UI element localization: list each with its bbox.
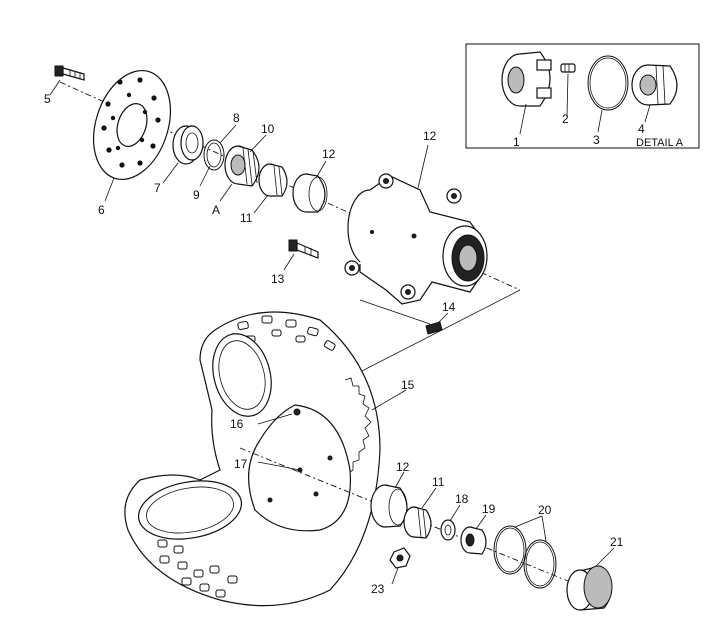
callout-5: 5 — [44, 92, 51, 106]
callout-10: 10 — [261, 122, 275, 136]
callout-16: 15 — [401, 378, 415, 392]
part-19-washer — [440, 519, 456, 541]
callout-8: 8 — [233, 111, 240, 125]
callout-17: 16 — [230, 417, 244, 431]
part-6-brake-disc — [93, 69, 171, 181]
detail-part-2-pin — [560, 63, 576, 73]
callout-19: 18 — [455, 492, 469, 506]
callout-2: 2 — [562, 112, 569, 126]
part-7-seal — [172, 125, 204, 165]
callout-20: 19 — [482, 502, 496, 516]
part-14-stud — [288, 239, 319, 259]
part-8-9-rings — [203, 139, 225, 171]
callout-18: 17 — [234, 457, 248, 471]
part-23-lug-nut — [389, 547, 411, 569]
part-12-race-upper — [292, 173, 328, 213]
part-12-race-lower — [370, 484, 408, 528]
callout-21: 20 — [538, 503, 552, 517]
part-11-bearing-cone-upper — [258, 163, 288, 197]
callout-12-lower: 12 — [396, 460, 410, 474]
detail-part-3-ring — [587, 55, 629, 111]
callout-6: 6 — [98, 203, 105, 217]
part-21-o-rings — [493, 525, 557, 589]
part-10-bearing — [224, 145, 260, 187]
part-13-hub — [344, 173, 488, 305]
detail-a-label: DETAIL A — [636, 137, 684, 149]
callout-3: 3 — [593, 133, 600, 147]
callout-4: 4 — [638, 122, 645, 136]
callout-a: A — [212, 203, 220, 217]
part-5-bolt — [54, 65, 85, 81]
callout-7: 7 — [154, 181, 161, 195]
detail-part-1-hub — [501, 51, 552, 107]
callout-23: 23 — [371, 582, 385, 596]
callout-11-lower: 11 — [432, 475, 445, 489]
detail-part-4-cap — [631, 64, 678, 106]
part-11-bearing-cone-lower — [403, 506, 432, 539]
callout-13: 12 — [423, 129, 437, 143]
callout-9: 9 — [193, 188, 200, 202]
callout-1: 1 — [513, 135, 520, 149]
callout-14: 13 — [271, 272, 285, 286]
callout-15: 14 — [442, 300, 456, 314]
callout-12-upper: 12 — [322, 147, 336, 161]
detail-a-inset: 1 2 3 4 DETAIL A — [465, 43, 700, 149]
callout-22: 21 — [610, 535, 624, 549]
detail-a-frame — [465, 43, 700, 149]
callout-11-upper: 11 — [240, 211, 253, 225]
part-22-hub-cap — [566, 565, 613, 611]
part-20-castle-nut — [460, 526, 487, 555]
